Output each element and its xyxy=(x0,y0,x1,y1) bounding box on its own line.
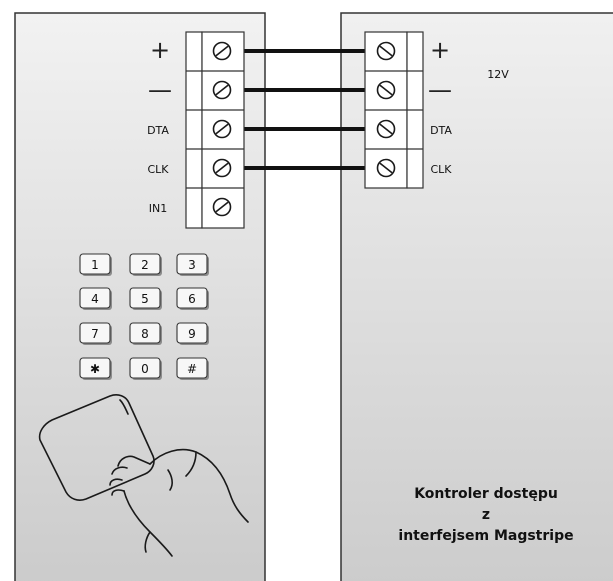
controller-screw-terminal xyxy=(376,158,396,178)
reader-terminal-block xyxy=(185,31,245,229)
controller-title-line-2: z xyxy=(482,507,490,523)
reader-label-dta: DTA xyxy=(147,124,169,137)
wires-group xyxy=(244,49,365,170)
keypad-key-label: 1 xyxy=(91,258,99,272)
controller-title-line-3: interfejsem Magstripe xyxy=(398,528,573,544)
keypad-key-label: ✱ xyxy=(90,362,100,376)
keypad-key: ✱ xyxy=(79,357,112,380)
reader-label-plus: + xyxy=(150,36,170,64)
keypad-key-label: 9 xyxy=(188,327,196,341)
keypad-key: 0 xyxy=(129,357,162,380)
reader-terminal-strip xyxy=(185,31,203,229)
keypad-key-label: 8 xyxy=(141,327,149,341)
keypad-key: 4 xyxy=(79,287,112,310)
keypad-key-label: 7 xyxy=(91,327,99,341)
controller-screw-terminal xyxy=(376,119,396,139)
keypad-key: 7 xyxy=(79,322,112,345)
controller-label-plus: + xyxy=(430,36,450,64)
controller-voltage-label: 12V xyxy=(487,68,509,81)
reader-label-minus: — xyxy=(148,76,172,104)
keypad-key: 5 xyxy=(129,287,162,310)
reader-label-clk: CLK xyxy=(147,163,169,176)
keypad-key-label: 4 xyxy=(91,292,99,306)
keypad-key: 9 xyxy=(176,322,209,345)
keypad-key: 1 xyxy=(79,253,112,276)
reader-screw-terminal xyxy=(212,119,232,139)
reader-screw-terminal xyxy=(212,41,232,61)
keypad-key-label: 0 xyxy=(141,362,149,376)
controller-screw-terminal xyxy=(376,41,396,61)
keypad-key: 2 xyxy=(129,253,162,276)
keypad: 1 2 3 4 5 6 7 8 9 ✱ 0 # xyxy=(79,253,209,380)
reader-screw-terminal xyxy=(212,197,232,217)
keypad-key-label: 6 xyxy=(188,292,196,306)
keypad-key-label: 3 xyxy=(188,258,196,272)
reader-screw-terminal xyxy=(212,158,232,178)
controller-label-clk: CLK xyxy=(430,163,452,176)
keypad-key-label: 2 xyxy=(141,258,149,272)
hand-with-card-icon xyxy=(38,394,249,557)
controller-terminal-block xyxy=(364,31,424,189)
reader-screw-terminal xyxy=(212,80,232,100)
controller-label-minus: — xyxy=(428,76,452,104)
keypad-key: 3 xyxy=(176,253,209,276)
keypad-key: # xyxy=(176,357,209,380)
keypad-key: 6 xyxy=(176,287,209,310)
controller-title-line-1: Kontroler dostępu xyxy=(414,486,558,502)
controller-screw-terminal xyxy=(376,80,396,100)
keypad-key: 8 xyxy=(129,322,162,345)
keypad-key-label: # xyxy=(187,362,197,376)
keypad-key-label: 5 xyxy=(141,292,149,306)
controller-label-dta: DTA xyxy=(430,124,452,137)
reader-label-in1: IN1 xyxy=(149,202,167,215)
